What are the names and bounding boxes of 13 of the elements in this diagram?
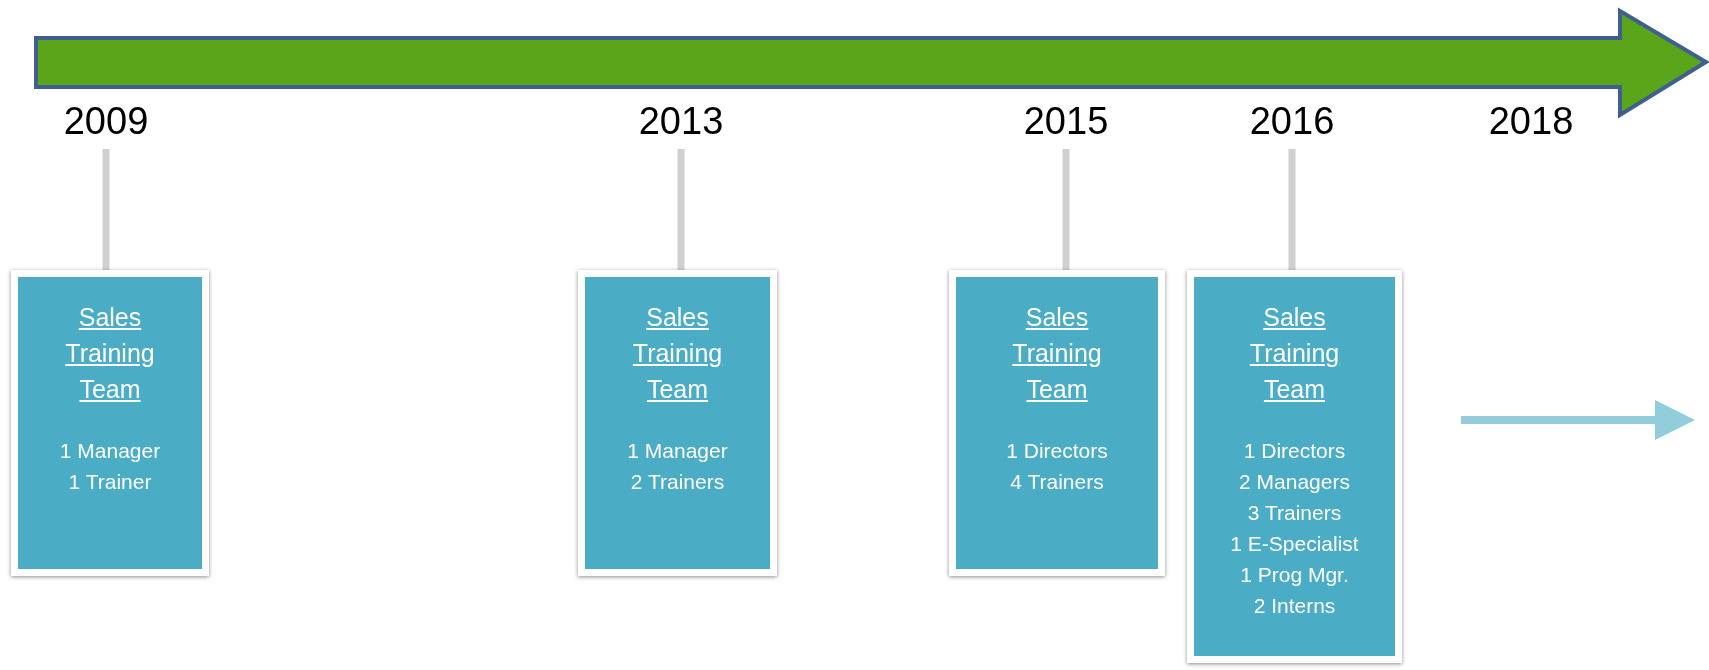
team-heading: Sales Training Team [632, 302, 723, 405]
year-label: 2009 [63, 100, 149, 143]
staff-list: 1 Manager 2 Trainers [585, 435, 770, 497]
year-label: 2015 [1023, 100, 1109, 143]
team-heading: Sales Training Team [1012, 302, 1102, 405]
year-label: 2013 [638, 100, 724, 143]
staff-list: 1 Manager 1 Trainer [18, 435, 202, 497]
year-label: 2018 [1488, 100, 1574, 143]
team-heading: Sales Training Team [1249, 302, 1340, 405]
year-label: 2016 [1249, 100, 1335, 143]
staff-list: 1 Directors 4 Trainers [956, 435, 1158, 497]
staff-list: 1 Directors 2 Managers 3 Trainers 1 E-Specialist 1 Prog Mgr. 2 Interns [1194, 435, 1395, 621]
team-heading: Sales Training Team [65, 302, 155, 405]
